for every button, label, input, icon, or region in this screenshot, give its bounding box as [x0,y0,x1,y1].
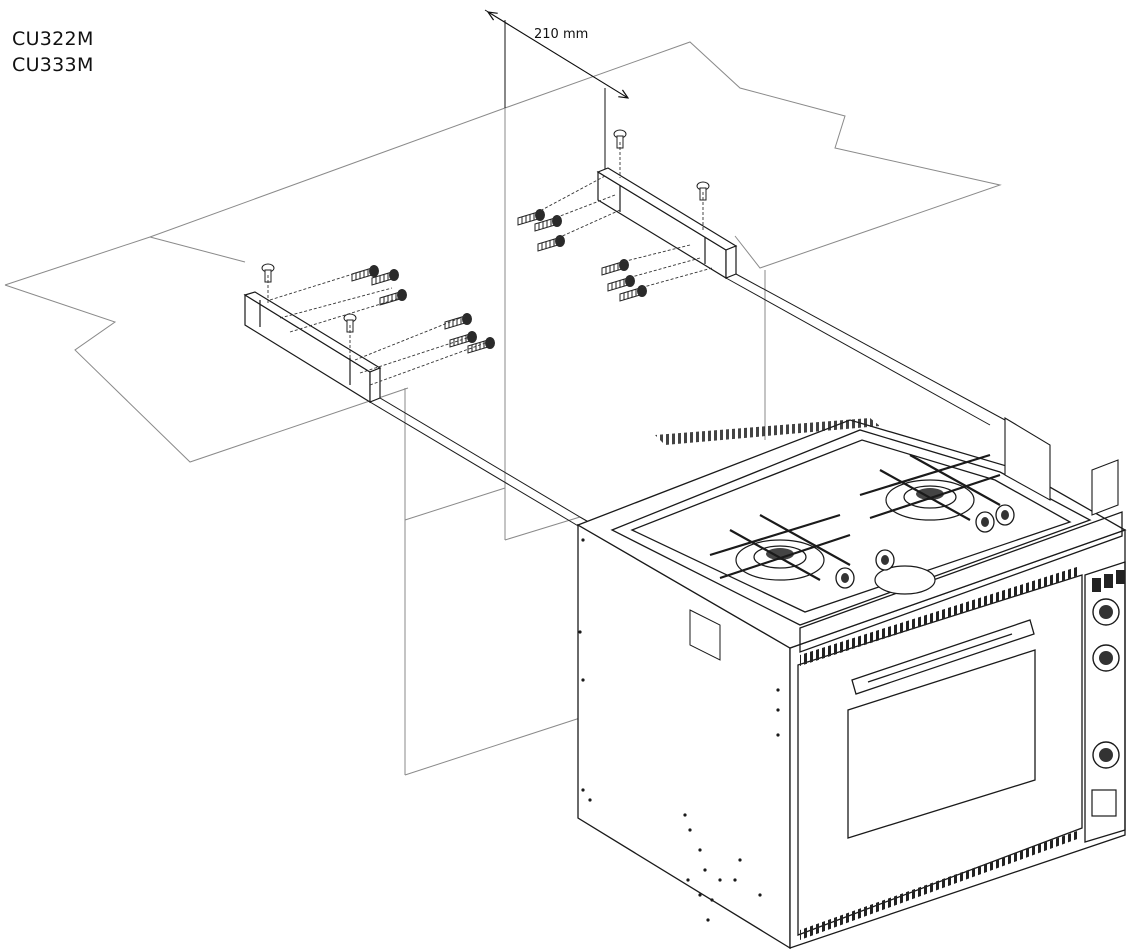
screw-alignment-lines [267,142,713,386]
mounting-hole [710,898,714,902]
burner-knob [995,504,1015,526]
mounting-hole [776,708,780,712]
burner [859,453,1001,521]
mounting-hole [776,733,780,737]
push-pin [613,129,627,149]
stove-rear-bracket [1004,417,1119,516]
screw [534,215,562,232]
screw [444,313,472,330]
mounting-hole [683,813,687,817]
side-panel-holes [578,538,780,922]
screw [619,285,647,302]
mounting-hole [578,630,582,634]
mounting-hole [718,878,722,882]
mounting-hole [688,828,692,832]
push-pin [261,263,275,283]
mounting-hole [758,893,762,897]
screw [601,259,629,276]
burner-knob [975,511,995,533]
side-mounting-plate [689,609,721,661]
switch-block [1091,570,1125,817]
burner-group [709,453,1001,595]
screw [371,269,399,286]
stove-vents [655,418,1080,940]
mounting-hole [733,878,737,882]
simmer-plate [874,565,936,595]
mounting-hole [698,893,702,897]
control-knob [1092,598,1120,626]
burner [709,513,851,581]
model-list: CU322M CU333M [12,26,94,78]
push-pin [343,313,357,333]
mounting-hole [776,688,780,692]
countertop-outline [4,41,1002,776]
mounting-hole [738,858,742,862]
ignition-switch [1091,789,1117,817]
stove-oven [576,419,1127,950]
screw [607,275,635,292]
mounting-hole [686,878,690,882]
left-bracket [243,291,382,404]
control-knob [1092,644,1120,672]
dimension-210mm [484,9,628,170]
mounting-hole [703,868,707,872]
mounting-hole [581,538,585,542]
screw [537,235,565,252]
burner-knob [875,549,895,571]
dimension-label: 210 mm [534,27,588,42]
control-knob [1092,741,1120,769]
model-name: CU322M [12,28,94,50]
mounting-hole [588,798,592,802]
model-name: CU333M [12,54,94,76]
screw [467,337,495,354]
mounting-hole [581,678,585,682]
mounting-hole [581,788,585,792]
screw [517,209,545,226]
burner-knob [835,567,855,589]
screw-group [261,129,710,354]
mounting-hole [698,848,702,852]
mounting-hole [706,918,710,922]
screw [379,289,407,306]
right-bracket [596,167,738,280]
knob-group [835,504,1125,817]
